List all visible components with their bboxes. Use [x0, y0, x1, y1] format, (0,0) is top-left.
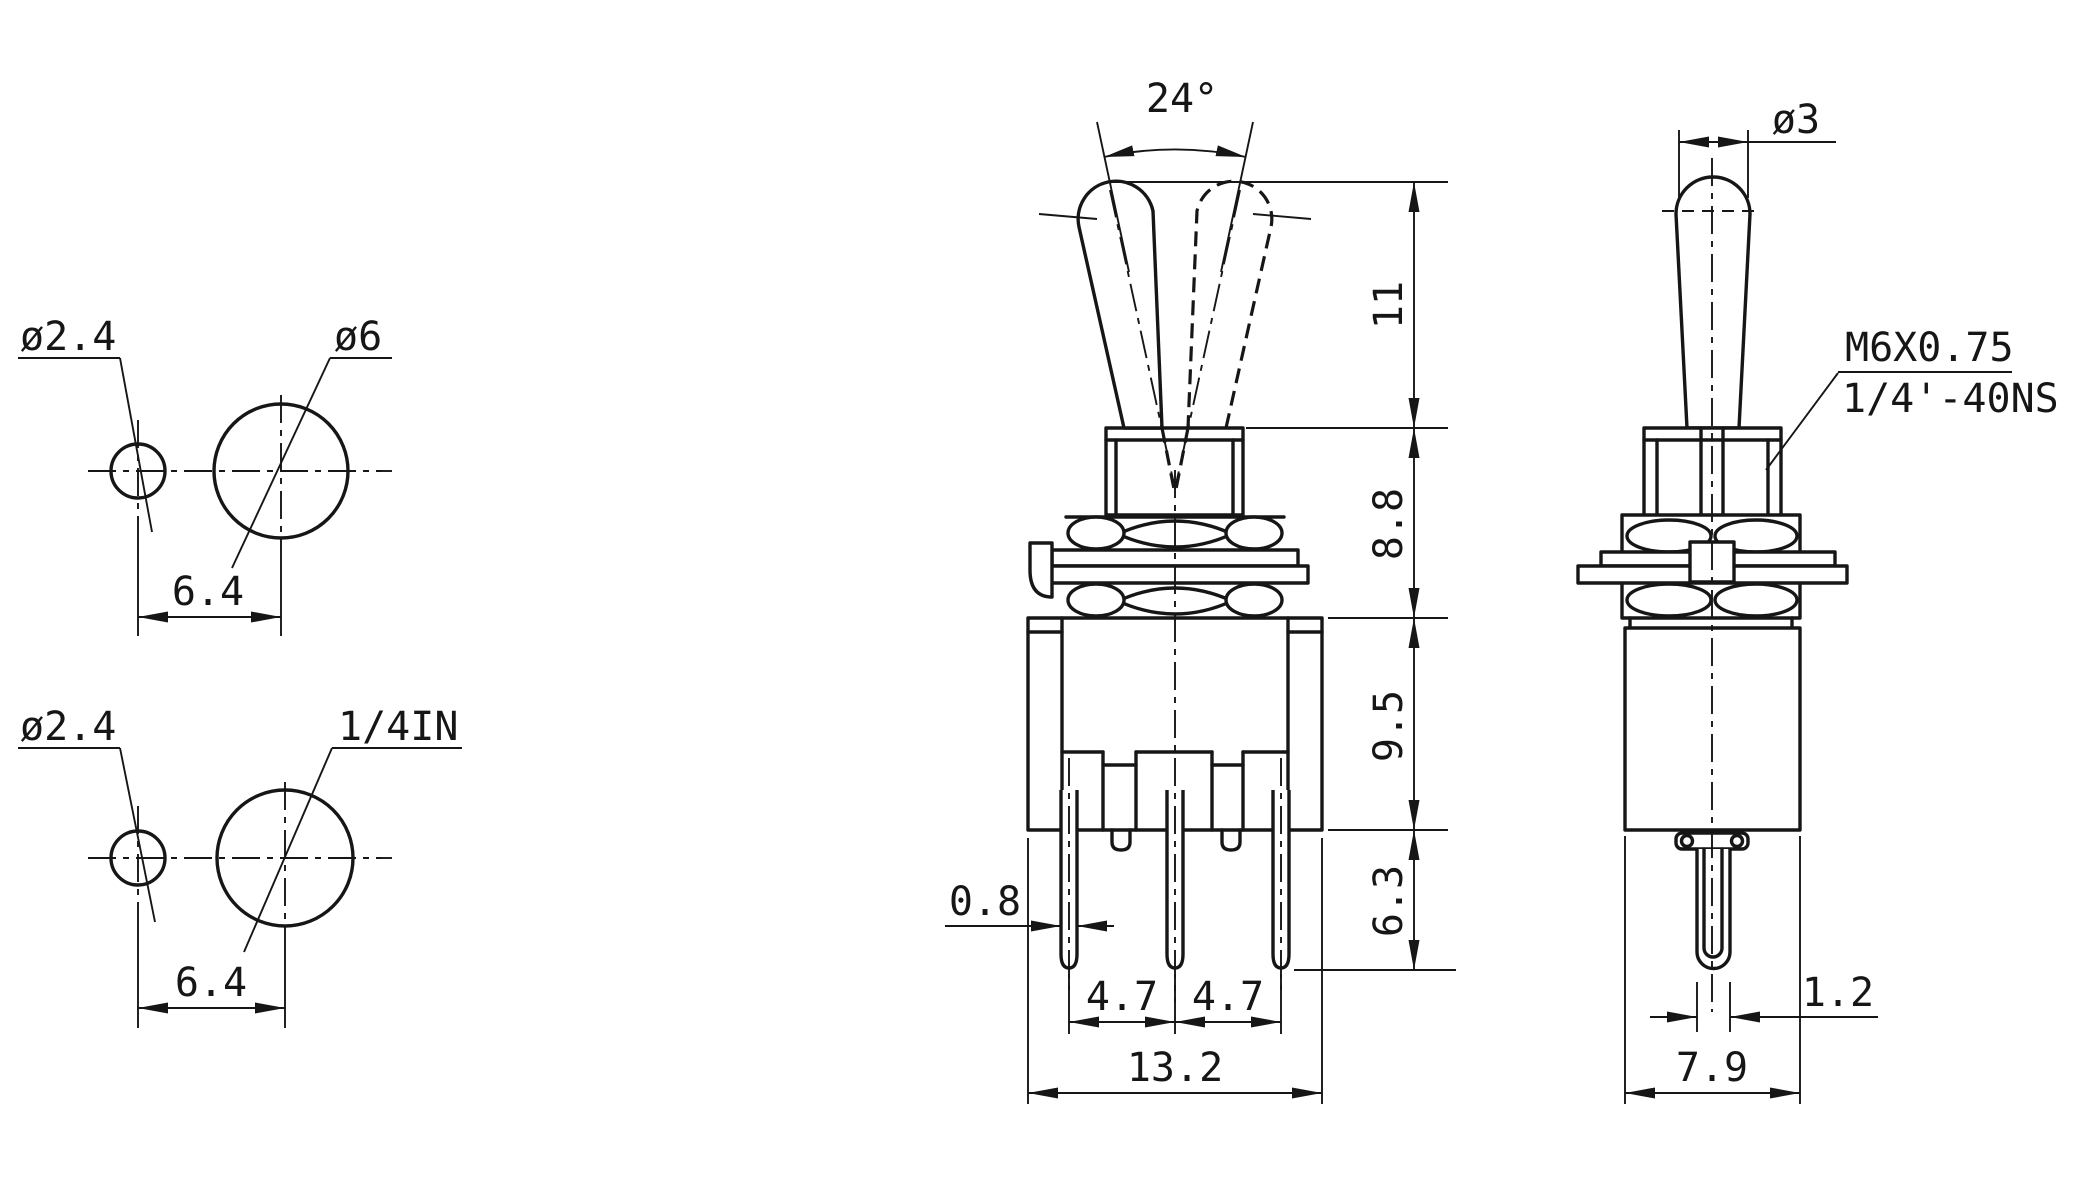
dim-actuator-dia: ø3: [1772, 97, 1820, 143]
dim-body-height: 9.5: [1366, 690, 1412, 762]
dim-terminal-pitch-1: 4.7: [1086, 974, 1158, 1020]
dim-terminal-thickness: 0.8: [949, 879, 1021, 925]
washer-locating-tab: [1028, 541, 1054, 599]
angle-arc: [1103, 145, 1247, 158]
lower-nut-face-right: [1713, 582, 1799, 618]
angle-extension-line: [1220, 121, 1254, 273]
lower-nut-face-left: [1066, 582, 1126, 618]
base-nub: [1110, 828, 1132, 852]
panel-drilling-plan-bottom: ø2.4 1/4IN 6.4: [18, 704, 462, 1028]
small-hole-circle: [109, 829, 167, 887]
dim-body-depth: 7.9: [1676, 1045, 1748, 1091]
dim-small-hole-dia: ø2.4: [20, 704, 116, 750]
dim-large-hole-dia: ø6: [334, 314, 382, 360]
lever-tip-tick: [1252, 213, 1312, 220]
switch-front-view: 24°: [945, 76, 1456, 1104]
lever-centerline: [1174, 189, 1241, 490]
dim-terminal-thickness-group: 0.8: [945, 879, 1114, 932]
leader-line: [243, 747, 333, 953]
dim-small-hole-dia: ø2.4: [20, 314, 116, 360]
large-hole-circle: [215, 788, 355, 928]
terminal-flange-curl: [1679, 833, 1695, 849]
leader-line: [119, 357, 153, 533]
lower-nut-face-right: [1224, 582, 1284, 618]
thread-spec-imperial: 1/4'-40NS: [1842, 376, 2059, 422]
terminal-flange-curl: [1729, 833, 1745, 849]
dim-body-width-group: 13.2: [1027, 838, 1323, 1104]
leader-line: [231, 357, 331, 569]
terminal-pin-side: [1695, 849, 1732, 971]
leader-line: [119, 747, 156, 923]
switch-side-view: ø3 M6X0.75 1/4'-40NS: [1576, 97, 2059, 1104]
dim-terminal-pitch-2: 4.7: [1192, 974, 1264, 1020]
lower-nut-face-left: [1625, 582, 1713, 618]
dim-actuator-dia-group: ø3: [1678, 97, 1836, 198]
dim-hole-spacing: 6.4: [175, 960, 247, 1006]
dim-body-depth-group: 7.9: [1624, 836, 1801, 1104]
dim-hole-spacing: 6.4: [172, 569, 244, 615]
angle-extension-line: [1096, 121, 1130, 273]
base-nub: [1220, 828, 1242, 852]
dim-terminal-length: 6.3: [1366, 865, 1412, 937]
leader-line: [1765, 372, 1839, 471]
toggle-lever-side: [1674, 175, 1752, 430]
thread-spec-metric: M6X0.75: [1845, 325, 2014, 371]
dim-height-chain-group: 11 8.8 9.5 6.3: [1112, 181, 1456, 971]
dim-terminal-pitch-group: 4.7 4.7: [1068, 974, 1282, 1034]
small-hole-circle: [109, 442, 167, 500]
nut-face-left: [1066, 515, 1126, 551]
thread-callout-group: M6X0.75 1/4'-40NS: [1765, 325, 2059, 471]
dim-terminal-width-group: 1.2: [1650, 970, 1878, 1032]
nut-face-right: [1224, 515, 1284, 551]
dim-bushing-height: 8.8: [1366, 488, 1412, 560]
dim-terminal-width: 1.2: [1802, 970, 1874, 1016]
terminal-pin-inner: [1702, 847, 1724, 959]
lever-centerline: [1109, 189, 1176, 490]
dim-throw-angle: 24°: [1146, 76, 1218, 122]
toggle-lever-alternate: [1186, 179, 1274, 429]
dim-actuator-height: 11: [1366, 281, 1412, 329]
dim-body-width: 13.2: [1127, 1045, 1223, 1091]
large-hole-circle: [212, 402, 350, 540]
dim-large-hole-dia: 1/4IN: [338, 704, 458, 750]
lever-tip-tick: [1038, 213, 1098, 220]
panel-drilling-plan-top: ø2.4 ø6 6.4: [18, 314, 392, 636]
